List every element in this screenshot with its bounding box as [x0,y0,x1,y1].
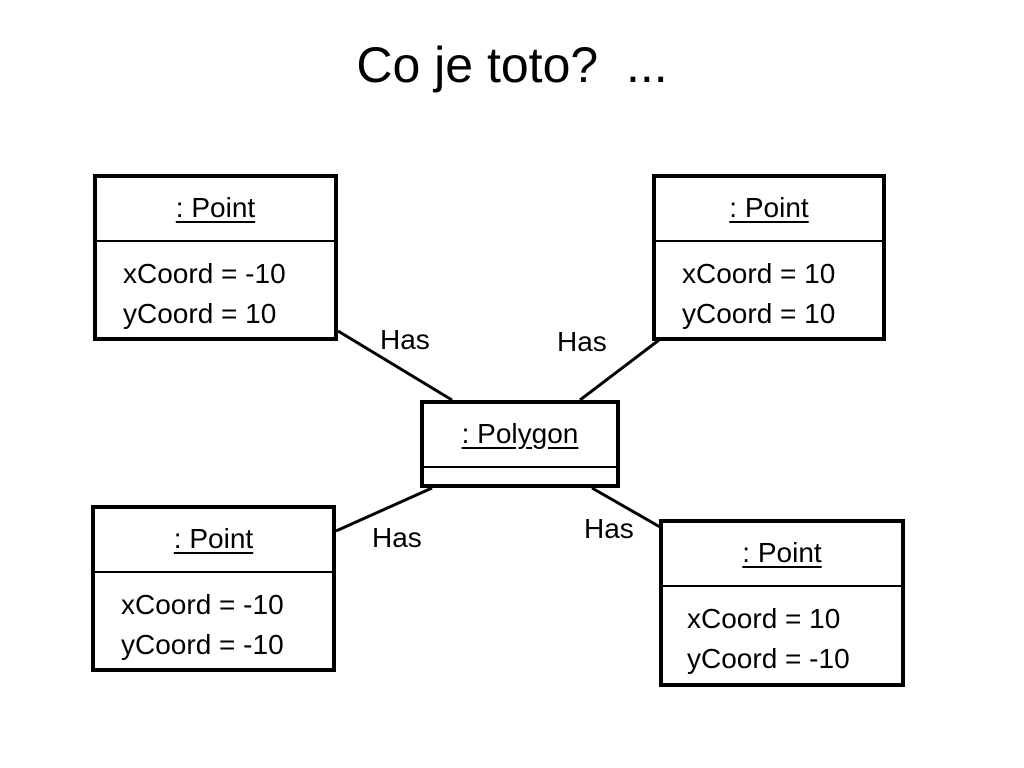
attribute-xcoord: xCoord = 10 [682,258,836,289]
slide-title: Co je toto? ... [356,37,668,93]
object-name: : Point [663,523,901,587]
polygon-object[interactable]: : Polygon [420,400,620,488]
link-label-bottom-left: Has [372,522,422,553]
link-line-top-left [337,329,453,402]
object-attributes: xCoord = 10 yCoord = 10 [656,242,882,334]
point-object-bottom-right[interactable]: : Point xCoord = 10 yCoord = -10 [659,519,905,687]
object-attributes: xCoord = -10 yCoord = -10 [95,573,332,665]
attribute-ycoord: yCoord = 10 [682,298,836,329]
object-name: : Polygon [424,404,616,468]
attribute-ycoord: yCoord = -10 [687,643,850,674]
object-attributes: xCoord = -10 yCoord = 10 [97,242,334,334]
object-attributes: xCoord = 10 yCoord = -10 [663,587,901,679]
point-object-top-left[interactable]: : Point xCoord = -10 yCoord = 10 [93,174,338,341]
attribute-ycoord: yCoord = 10 [123,298,277,329]
link-line-top-right [579,338,660,402]
attribute-xcoord: xCoord = -10 [121,589,284,620]
attribute-ycoord: yCoord = -10 [121,629,284,660]
attribute-xcoord: xCoord = 10 [687,603,841,634]
link-label-bottom-right: Has [584,513,634,544]
object-name: : Point [97,178,334,242]
link-label-top-right: Has [557,326,607,357]
link-label-top-left: Has [380,324,430,355]
link-line-bottom-left [335,486,433,533]
object-name: : Point [656,178,882,242]
object-name: : Point [95,509,332,573]
attribute-xcoord: xCoord = -10 [123,258,286,289]
point-object-top-right[interactable]: : Point xCoord = 10 yCoord = 10 [652,174,886,341]
link-line-bottom-right [591,486,661,529]
point-object-bottom-left[interactable]: : Point xCoord = -10 yCoord = -10 [91,505,336,672]
